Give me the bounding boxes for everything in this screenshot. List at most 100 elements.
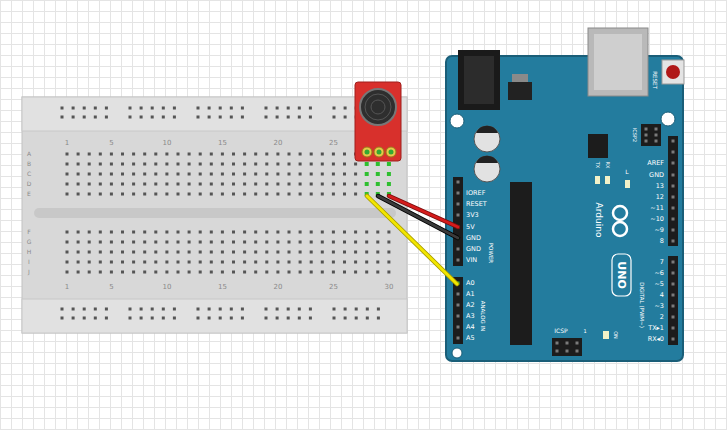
breadboard-hole [132,193,135,196]
uno-badge [612,254,631,296]
breadboard-hole [354,261,357,264]
breadboard-hole [105,317,108,320]
reset-button [666,65,680,79]
breadboard-hole [165,261,168,264]
column-number: 1 [65,140,69,147]
breadboard-hole [177,193,180,196]
header-pin [672,272,675,275]
breadboard-hole [321,241,324,244]
breadboard-hole [210,183,213,186]
row-letter: I [28,259,30,265]
breadboard-hole [254,251,257,254]
breadboard-hole [177,241,180,244]
pin-label: RESET [466,201,487,208]
breadboard-hole [66,271,69,274]
breadboard-hole [376,241,379,244]
breadboard-hole [77,173,80,176]
breadboard-hole [66,251,69,254]
breadboard-hole [61,116,64,119]
led-label: ON [613,331,618,339]
header-pin [457,181,460,184]
breadboard-hole [121,193,124,196]
led-label: TX [595,162,600,168]
breadboard-hole [165,241,168,244]
breadboard-hole [299,241,302,244]
breadboard-hole [173,308,176,311]
breadboard-hole [276,153,279,156]
breadboard-hole [199,153,202,156]
breadboard-hole [232,271,235,274]
breadboard-hole [288,153,291,156]
breadboard-hole [287,116,290,119]
pin-label: ~10 [650,216,664,223]
pin-label: ~11 [650,205,664,212]
breadboard-hole [110,193,113,196]
breadboard-hole [197,116,200,119]
column-number: 10 [162,140,171,147]
breadboard-hole [154,183,157,186]
breadboard-hole [177,231,180,234]
breadboard-hole [321,163,324,166]
breadboard-hole [309,308,312,311]
breadboard-hole [66,193,69,196]
breadboard-hole [354,183,357,186]
breadboard-hole [221,183,224,186]
breadboard-hole [221,153,224,156]
breadboard-hole [132,183,135,186]
breadboard-hole [105,116,108,119]
header-pin [645,134,648,137]
breadboard-hole [188,241,191,244]
row-letter: D [27,181,32,187]
breadboard-hole [77,193,80,196]
breadboard-hole [197,107,200,110]
breadboard-hole [241,107,244,110]
usb-chip [588,134,608,158]
breadboard-hole [210,193,213,196]
breadboard-hole [310,251,313,254]
breadboard-hole [354,173,357,176]
breadboard-hole [288,231,291,234]
pin-label: TX▸1 [648,325,664,332]
pin-label: GND [649,172,664,179]
row-letter: H [27,249,32,255]
breadboard-hole [241,308,244,311]
breadboard-hole [230,308,233,311]
breadboard-hole [343,183,346,186]
breadboard-hole [232,261,235,264]
row-letter: A [27,151,31,157]
pin-label: 3V3 [466,212,479,219]
breadboard-hole [77,153,80,156]
breadboard-hole [66,153,69,156]
breadboard-hole [129,308,132,311]
breadboard-hole [265,153,268,156]
breadboard-hole [343,153,346,156]
breadboard-hole [88,153,91,156]
breadboard-hole [355,317,358,320]
breadboard-hole [243,241,246,244]
mic-capsule [365,94,391,120]
breadboard-hole [99,153,102,156]
breadboard-hole [376,182,380,186]
breadboard-hole [210,153,213,156]
breadboard-hole [299,193,302,196]
breadboard-hole [343,163,346,166]
breadboard-hole [199,251,202,254]
breadboard-hole [276,241,279,244]
breadboard-hole [365,172,369,176]
reset-button [662,60,684,84]
breadboard-hole [288,271,291,274]
breadboard-hole [88,183,91,186]
header-pin [457,214,460,217]
header-pin [457,248,460,251]
breadboard-hole [221,231,224,234]
breadboard-hole [344,317,347,320]
breadboard-hole [94,107,97,110]
usb-connector [588,28,648,96]
breadboard-hole [265,193,268,196]
breadboard-hole [310,261,313,264]
breadboard-hole [140,317,143,320]
header-pin [457,315,460,318]
breadboard-hole [365,261,368,264]
breadboard-hole [143,241,146,244]
breadboard-hole [210,251,213,254]
